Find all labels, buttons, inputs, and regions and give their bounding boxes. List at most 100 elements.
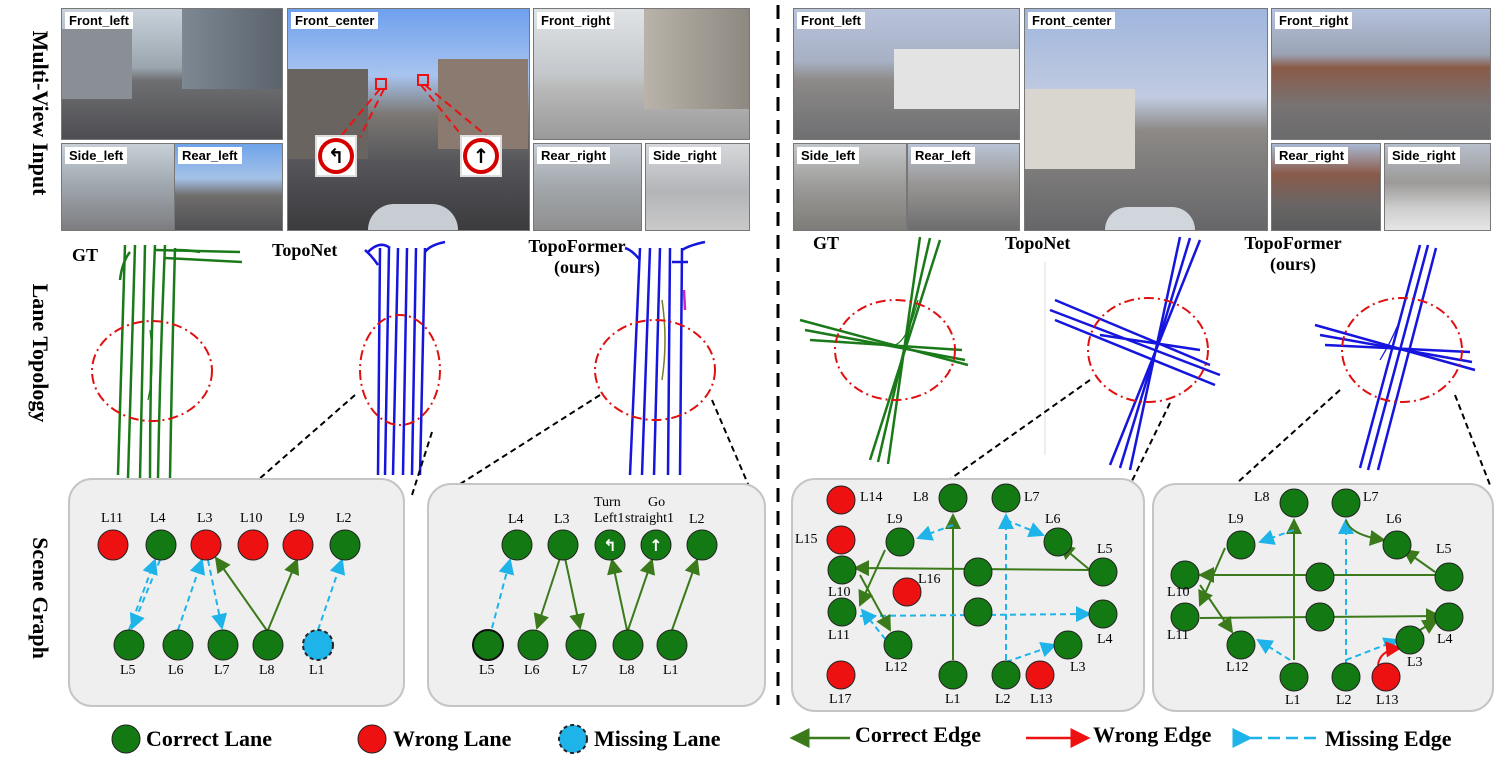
node-label: L8 (1254, 490, 1270, 505)
camera-label: Side_left (797, 147, 860, 164)
camera-front-center-image: Front_center (1024, 8, 1268, 231)
camera-label: Front_right (537, 12, 615, 29)
camera-label: Rear_right (537, 147, 611, 164)
camera-label: Side_left (65, 147, 128, 164)
scene-graph-panel-toponet-left (68, 478, 405, 707)
node-label: straight1 (625, 511, 674, 526)
node-label: L11 (101, 511, 124, 526)
camera-label: Rear_left (178, 147, 242, 164)
method-label-gt: GT (813, 233, 840, 253)
node-label: L4 (150, 511, 166, 526)
node-label: L7 (1024, 490, 1040, 505)
focus-circle (91, 320, 213, 422)
camera-side-left-image: Side_left (61, 143, 175, 231)
node-label: Left1 (594, 511, 625, 526)
node-label: L1 (309, 663, 325, 678)
svg-text:↑: ↑ (649, 536, 662, 555)
camera-label: Rear_right (1275, 147, 1349, 164)
node-label: L3 (197, 511, 213, 526)
scene-graph-3 (826, 483, 1118, 690)
toponet-lane-topology-left (364, 240, 446, 476)
node-label: L2 (995, 692, 1011, 707)
node-label: L7 (572, 663, 588, 678)
scene-graph-2: ↰ ↑ (472, 529, 718, 661)
gt-lane-topology-right (799, 236, 969, 465)
correct-lane-swatch (111, 724, 141, 754)
camera-front-right-image: Front_right (1271, 8, 1491, 140)
camera-rear-left-image: Rear_left (174, 143, 283, 231)
node-label: L10 (828, 585, 851, 600)
node-label: L2 (689, 512, 705, 527)
node-label: L4 (1437, 632, 1453, 647)
topoformer-name: TopoFormer (1244, 233, 1342, 253)
ours-tag: (ours) (554, 257, 600, 277)
focus-circle (359, 314, 441, 426)
camera-rear-left-image: Rear_left (907, 143, 1020, 231)
node-label: L5 (479, 663, 495, 678)
node-label: L9 (1228, 512, 1244, 527)
node-label: L1 (1285, 693, 1301, 708)
node-label: L16 (918, 572, 941, 587)
camera-side-right-image: Side_right (645, 143, 750, 231)
topoformer-lane-topology-left (624, 240, 706, 476)
node-label: L8 (619, 663, 635, 678)
node-label: L13 (1376, 693, 1399, 708)
node-label: L17 (829, 692, 852, 707)
node-label: L15 (795, 532, 818, 547)
node-label: L11 (1167, 628, 1190, 643)
node-label: L13 (1030, 692, 1053, 707)
topoformer-lane-topology-right (1314, 244, 1476, 471)
node-label: L7 (214, 663, 230, 678)
toponet-lane-topology-right (1049, 236, 1221, 471)
svg-text:↰: ↰ (603, 536, 616, 555)
node-label: L3 (554, 512, 570, 527)
node-label: L1 (663, 663, 679, 678)
focus-circle (1341, 297, 1463, 403)
camera-label: Front_center (291, 12, 379, 29)
node-label: L8 (259, 663, 275, 678)
node-label: L6 (1045, 512, 1061, 527)
node-label: L5 (120, 663, 136, 678)
camera-rear-right-image: Rear_right (533, 143, 642, 231)
node-label: L9 (887, 512, 903, 527)
node-label: L7 (1363, 490, 1379, 505)
legend-correct-edge: Correct Edge (855, 722, 982, 747)
camera-front-center-image: Front_center ↰ ↑ (287, 8, 530, 231)
camera-front-left-image: Front_left (793, 8, 1020, 140)
focus-circle (1087, 297, 1209, 403)
node-label: L10 (1167, 585, 1190, 600)
node-label: L1 (945, 692, 961, 707)
scene-graph-1 (97, 529, 361, 661)
node-label: L11 (828, 628, 851, 643)
method-label-gt: GT (72, 245, 99, 265)
missing-lane-swatch (558, 724, 588, 754)
scene-graph-4 (1170, 488, 1464, 692)
node-label: L4 (508, 512, 524, 527)
legend-missing-edge: Missing Edge (1325, 726, 1452, 751)
camera-rear-right-image: Rear_right (1271, 143, 1381, 231)
node-label: L6 (1386, 512, 1402, 527)
focus-circle (594, 319, 716, 421)
scene-graph-panel-topoformer-right (1152, 483, 1494, 712)
camera-label: Side_right (1388, 147, 1460, 164)
gt-lane-topology-left (116, 244, 243, 479)
node-label: L4 (1097, 632, 1113, 647)
node-label: L12 (885, 660, 908, 675)
method-label-topoformer: TopoFormer (ours) (1228, 233, 1358, 275)
camera-label: Rear_left (911, 147, 975, 164)
topoformer-name: TopoFormer (528, 236, 626, 256)
legend-wrong-edge: Wrong Edge (1093, 722, 1212, 747)
camera-label: Side_right (649, 147, 721, 164)
focus-circle (834, 299, 956, 401)
node-label: L14 (860, 490, 883, 505)
node-label: L3 (1070, 660, 1086, 675)
node-label: L3 (1407, 655, 1423, 670)
legend-wrong-lane: Wrong Lane (393, 726, 512, 751)
node-label: Turn (594, 495, 621, 510)
node-label: L12 (1226, 660, 1249, 675)
ours-tag: (ours) (1270, 254, 1316, 274)
method-label-topoformer: TopoFormer (ours) (512, 236, 642, 278)
wrong-lane-swatch (357, 724, 387, 754)
